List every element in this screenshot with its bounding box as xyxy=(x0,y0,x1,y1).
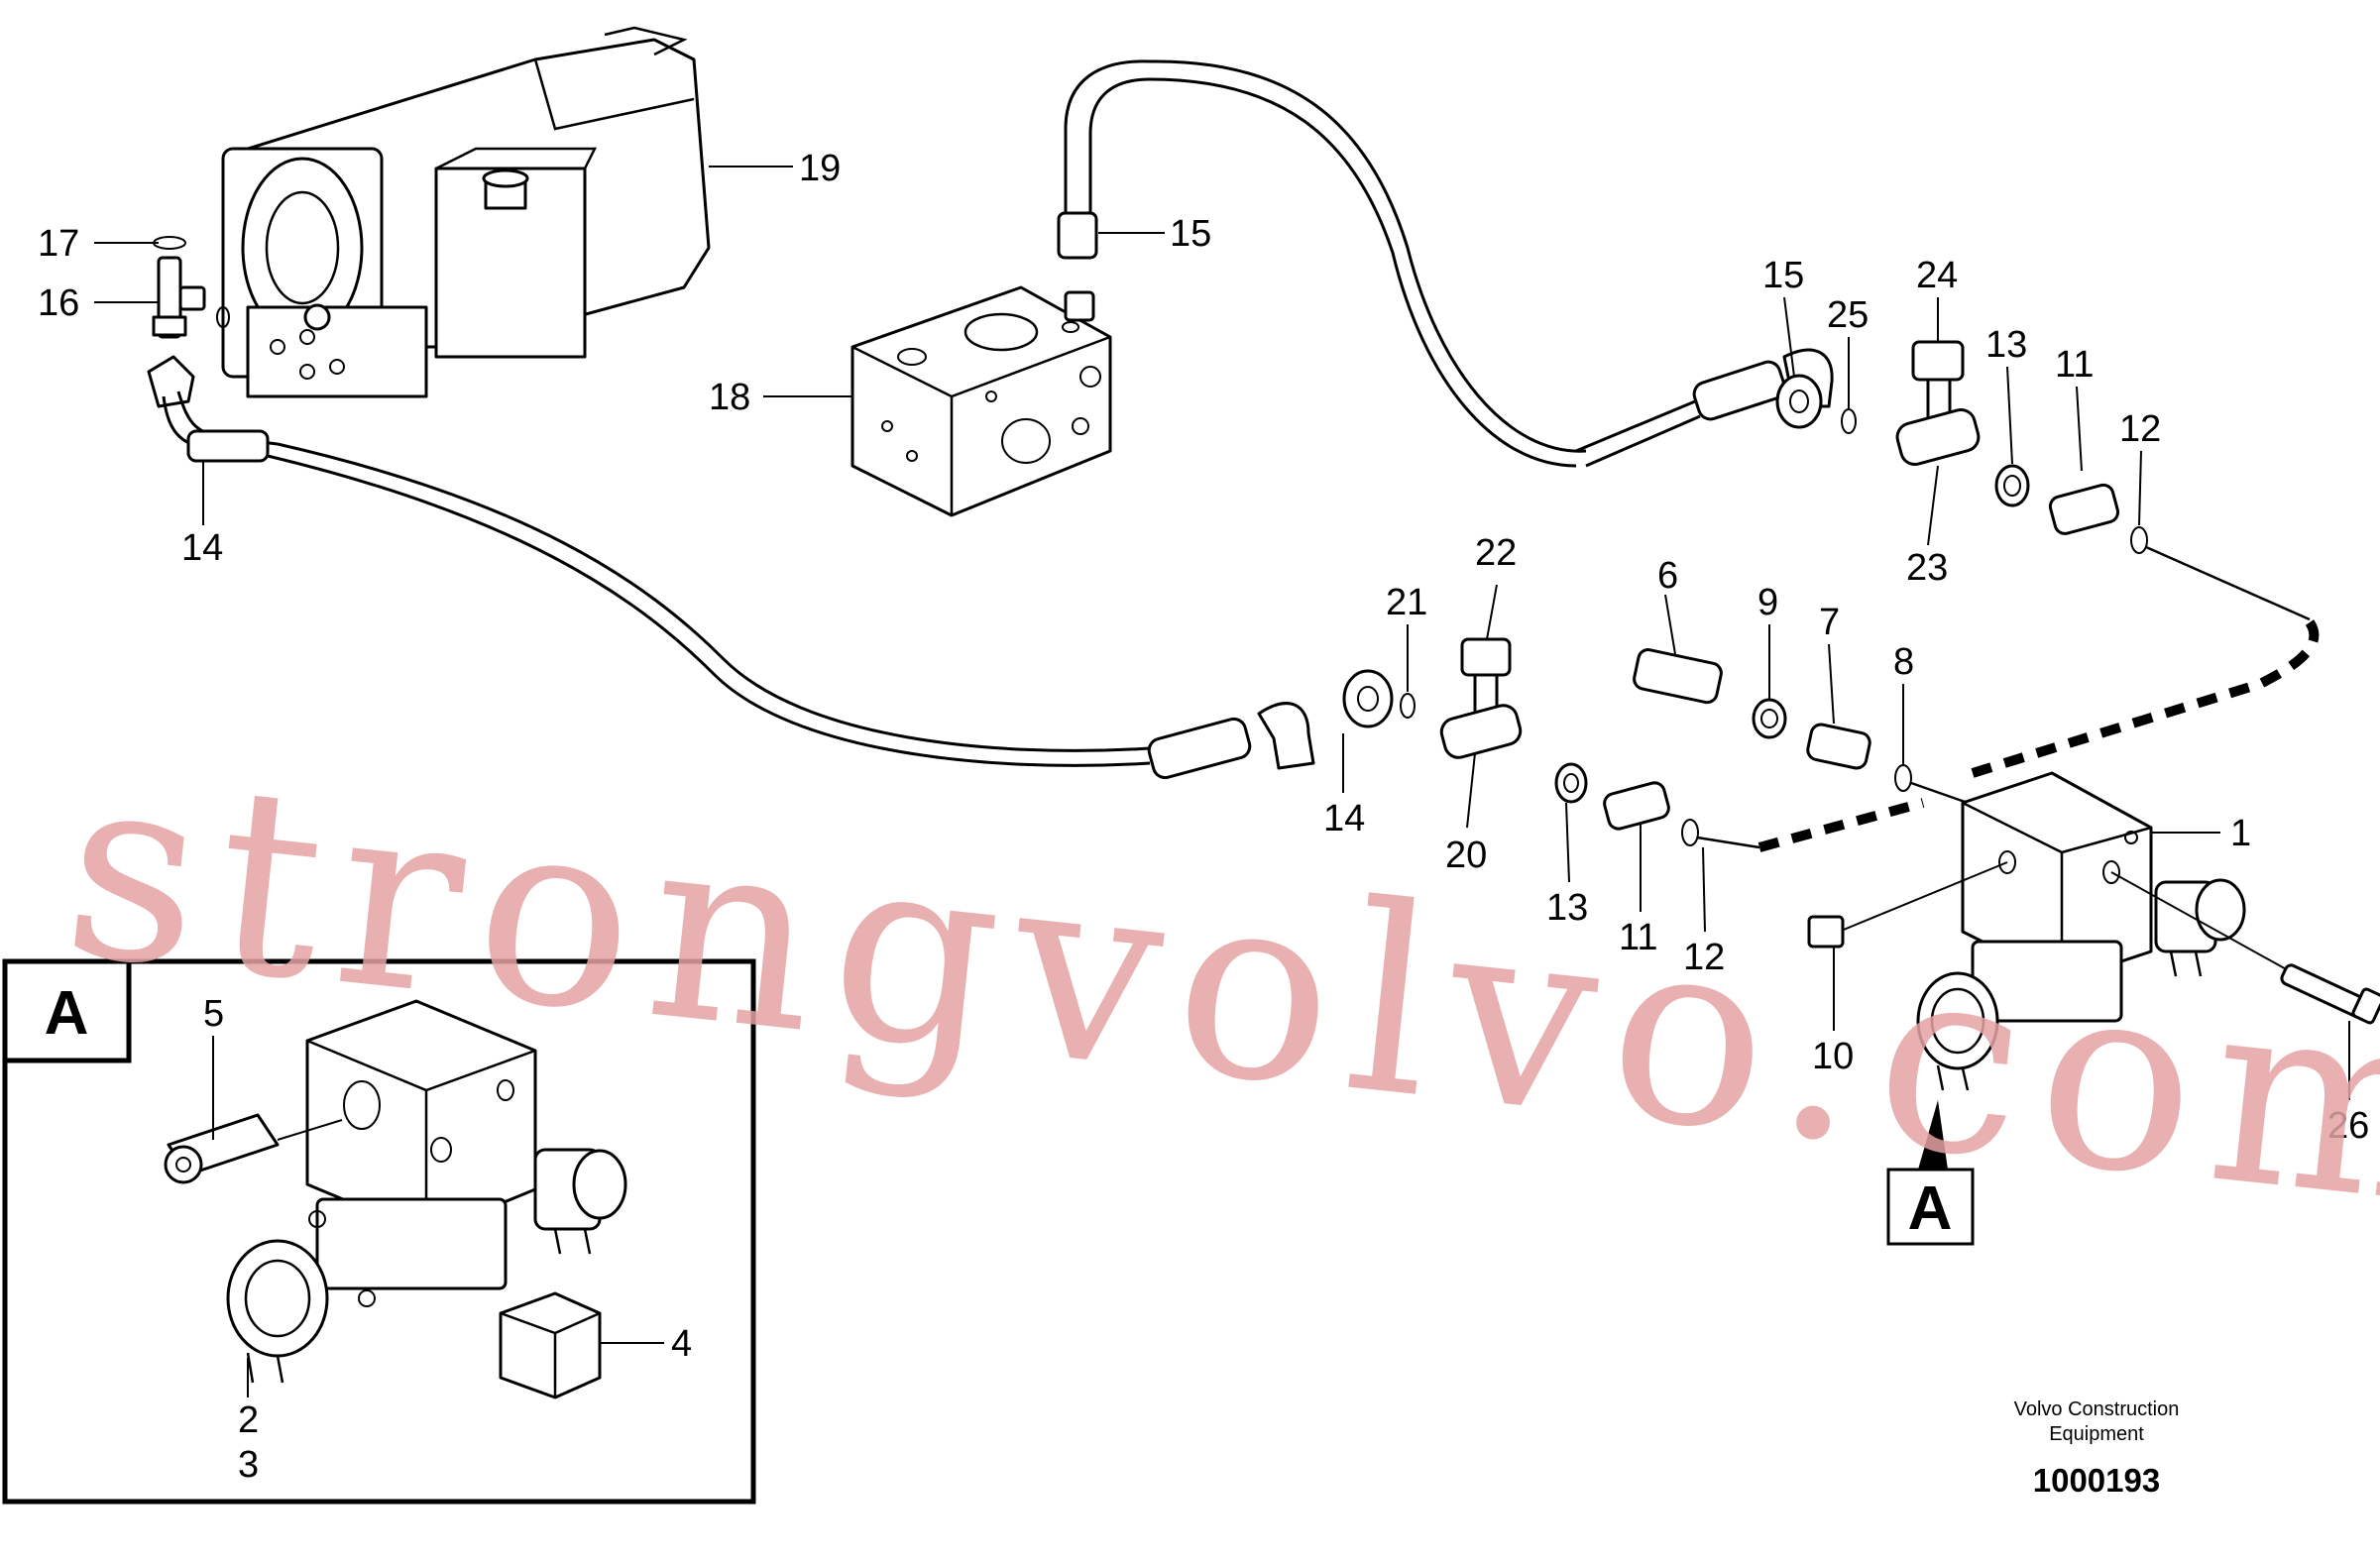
solenoid-valve-1 xyxy=(1807,771,2380,1091)
callout-21: 21 xyxy=(1386,582,1427,623)
callout-13-lower: 13 xyxy=(1546,887,1588,929)
view-a-pointer-label: A xyxy=(1908,1174,1953,1243)
callout-7: 7 xyxy=(1819,602,1840,643)
title-block: Volvo Construction Equipment 1000193 xyxy=(2014,1398,2180,1499)
callout-10: 10 xyxy=(1812,1036,1854,1077)
callout-17: 17 xyxy=(38,223,79,265)
middle-fitting-row xyxy=(1633,648,1969,805)
leader-lines xyxy=(94,166,2350,1397)
callout-25: 25 xyxy=(1827,294,1869,336)
inset-label: A xyxy=(45,979,89,1048)
hose-15 xyxy=(1057,59,1834,468)
callout-24: 24 xyxy=(1916,255,1958,296)
callout-16: 16 xyxy=(38,282,79,324)
callout-20: 20 xyxy=(1445,835,1487,876)
callout-9: 9 xyxy=(1757,582,1778,623)
callout-4: 4 xyxy=(671,1323,692,1365)
callout-labels: 19 15 18 17 16 14 15 25 24 13 11 12 23 2… xyxy=(38,148,2369,1486)
callout-11-upper: 11 xyxy=(2055,344,2094,386)
credit-line-2: Equipment xyxy=(2049,1423,2144,1445)
lower-fitting-row xyxy=(1400,637,1925,852)
callout-12-lower: 12 xyxy=(1683,937,1725,978)
callout-6: 6 xyxy=(1657,555,1678,597)
tee-fitting-16 xyxy=(152,236,230,339)
callout-5: 5 xyxy=(203,993,224,1035)
callout-3: 3 xyxy=(238,1444,259,1486)
callout-13-upper: 13 xyxy=(1985,324,2027,366)
callout-14-left: 14 xyxy=(181,527,223,569)
document-number: 1000193 xyxy=(2033,1462,2160,1499)
upper-fitting-row xyxy=(1841,340,2320,778)
callout-22: 22 xyxy=(1475,532,1517,574)
callout-14-right: 14 xyxy=(1323,798,1365,839)
callout-12-upper: 12 xyxy=(2119,408,2161,450)
callout-15-top: 15 xyxy=(1170,213,1211,255)
view-a-pointer: A xyxy=(1886,1070,1975,1246)
callout-18: 18 xyxy=(709,377,750,418)
callout-23: 23 xyxy=(1906,547,1948,589)
callout-15-right: 15 xyxy=(1762,255,1804,296)
callout-1: 1 xyxy=(2230,813,2251,854)
callout-8: 8 xyxy=(1893,641,1914,683)
hose-14 xyxy=(147,355,1394,780)
callout-11-lower: 11 xyxy=(1619,917,1657,958)
inset-view-a: A xyxy=(2,958,756,1505)
credit-line-1: Volvo Construction xyxy=(2014,1398,2180,1420)
valve-block-18 xyxy=(850,285,1112,517)
callout-2: 2 xyxy=(238,1399,259,1441)
callout-19: 19 xyxy=(799,148,841,189)
pump-assembly xyxy=(221,26,711,398)
callout-26: 26 xyxy=(2327,1105,2369,1147)
